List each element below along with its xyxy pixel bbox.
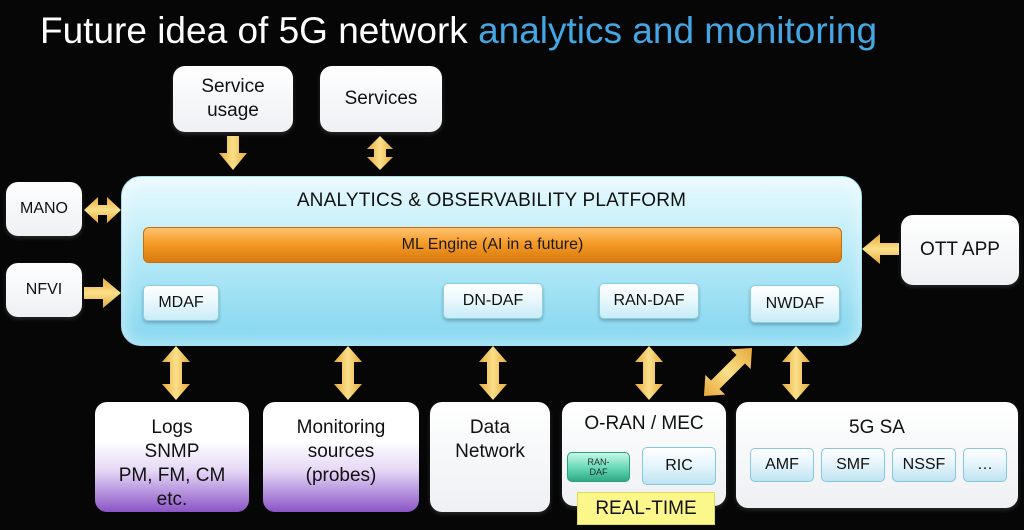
ric-box: RIC xyxy=(642,447,716,485)
ott-app-label: OTT APP xyxy=(920,239,1000,260)
title-main: Future idea of 5G network xyxy=(40,10,468,51)
platform-title: ANALYTICS & OBSERVABILITY PLATFORM xyxy=(296,190,687,211)
nfvi-label: NFVI xyxy=(25,281,63,298)
ml-engine-label: ML Engine (AI in a future) xyxy=(401,236,584,253)
ott-app-box: OTT APP xyxy=(901,215,1019,285)
arrow-nwdaf-oran-diagonal xyxy=(703,347,753,397)
monitoring-line-3: (probes) xyxy=(305,465,377,486)
dn-daf-label: DN-DAF xyxy=(462,292,524,309)
ric-label: RIC xyxy=(665,457,693,474)
mano-box: MANO xyxy=(6,182,82,236)
arrow-nwdaf-5gsa xyxy=(782,346,810,400)
arrow-ott-app xyxy=(862,234,899,264)
mano-label: MANO xyxy=(20,200,68,217)
smf-label: SMF xyxy=(836,456,870,473)
logs-line-3: PM, FM, CM xyxy=(118,465,226,486)
data-network-line-1: Data xyxy=(469,417,511,438)
data-network-box: Data Network xyxy=(430,402,550,512)
ml-engine-bar: ML Engine (AI in a future) xyxy=(143,227,842,263)
services-box: Services xyxy=(320,66,442,132)
amf-box: AMF xyxy=(750,448,814,482)
more-items-label: … xyxy=(977,456,993,473)
logs-box: Logs SNMP PM, FM, CM etc. xyxy=(95,402,249,512)
arrow-service-usage xyxy=(219,136,247,170)
page-title: Future idea of 5G network analytics and … xyxy=(40,10,877,52)
nwdaf-label: NWDAF xyxy=(765,295,825,312)
more-items-box: … xyxy=(963,448,1007,482)
ran-daf-box: RAN-DAF xyxy=(599,283,699,319)
mdaf-box: MDAF xyxy=(143,285,219,321)
arrow-mano xyxy=(84,197,121,223)
arrow-mdaf-logs xyxy=(162,346,190,400)
monitoring-sources-box: Monitoring sources (probes) xyxy=(263,402,419,512)
amf-label: AMF xyxy=(765,456,799,473)
logs-line-1: Logs xyxy=(151,417,193,438)
oran-ran-daf-box: RAN- DAF xyxy=(567,452,630,482)
ran-daf-label: RAN-DAF xyxy=(613,292,685,309)
nssf-box: NSSF xyxy=(892,448,956,482)
arrow-dndaf-datanetwork xyxy=(479,346,507,400)
realtime-badge: REAL-TIME xyxy=(577,492,715,525)
title-accent: analytics and monitoring xyxy=(478,10,878,51)
service-usage-box: Service usage xyxy=(173,66,293,132)
nssf-label: NSSF xyxy=(902,456,946,473)
oran-ran-daf-line-2: DAF xyxy=(589,467,608,477)
arrow-nfvi xyxy=(84,278,121,308)
mdaf-label: MDAF xyxy=(158,294,204,311)
data-network-line-2: Network xyxy=(455,441,525,462)
arrow-services xyxy=(367,136,393,170)
nwdaf-box: NWDAF xyxy=(750,285,840,323)
arrow-platform-monitoring xyxy=(334,346,362,400)
arrow-randaf-oran xyxy=(635,346,663,400)
dn-daf-box: DN-DAF xyxy=(443,283,543,319)
monitoring-line-1: Monitoring xyxy=(296,417,386,438)
logs-line-2: SNMP xyxy=(144,441,200,462)
service-usage-label: Service usage xyxy=(201,76,265,121)
services-label: Services xyxy=(344,88,418,109)
oran-mec-title: O-RAN / MEC xyxy=(584,413,704,434)
oran-ran-daf-line-1: RAN- xyxy=(587,457,610,467)
nfvi-box: NFVI xyxy=(6,263,82,317)
monitoring-line-2: sources xyxy=(307,441,375,462)
realtime-label: REAL-TIME xyxy=(595,497,697,519)
smf-box: SMF xyxy=(821,448,885,482)
5g-sa-title: 5G SA xyxy=(849,417,905,438)
logs-line-4: etc. xyxy=(156,489,188,510)
